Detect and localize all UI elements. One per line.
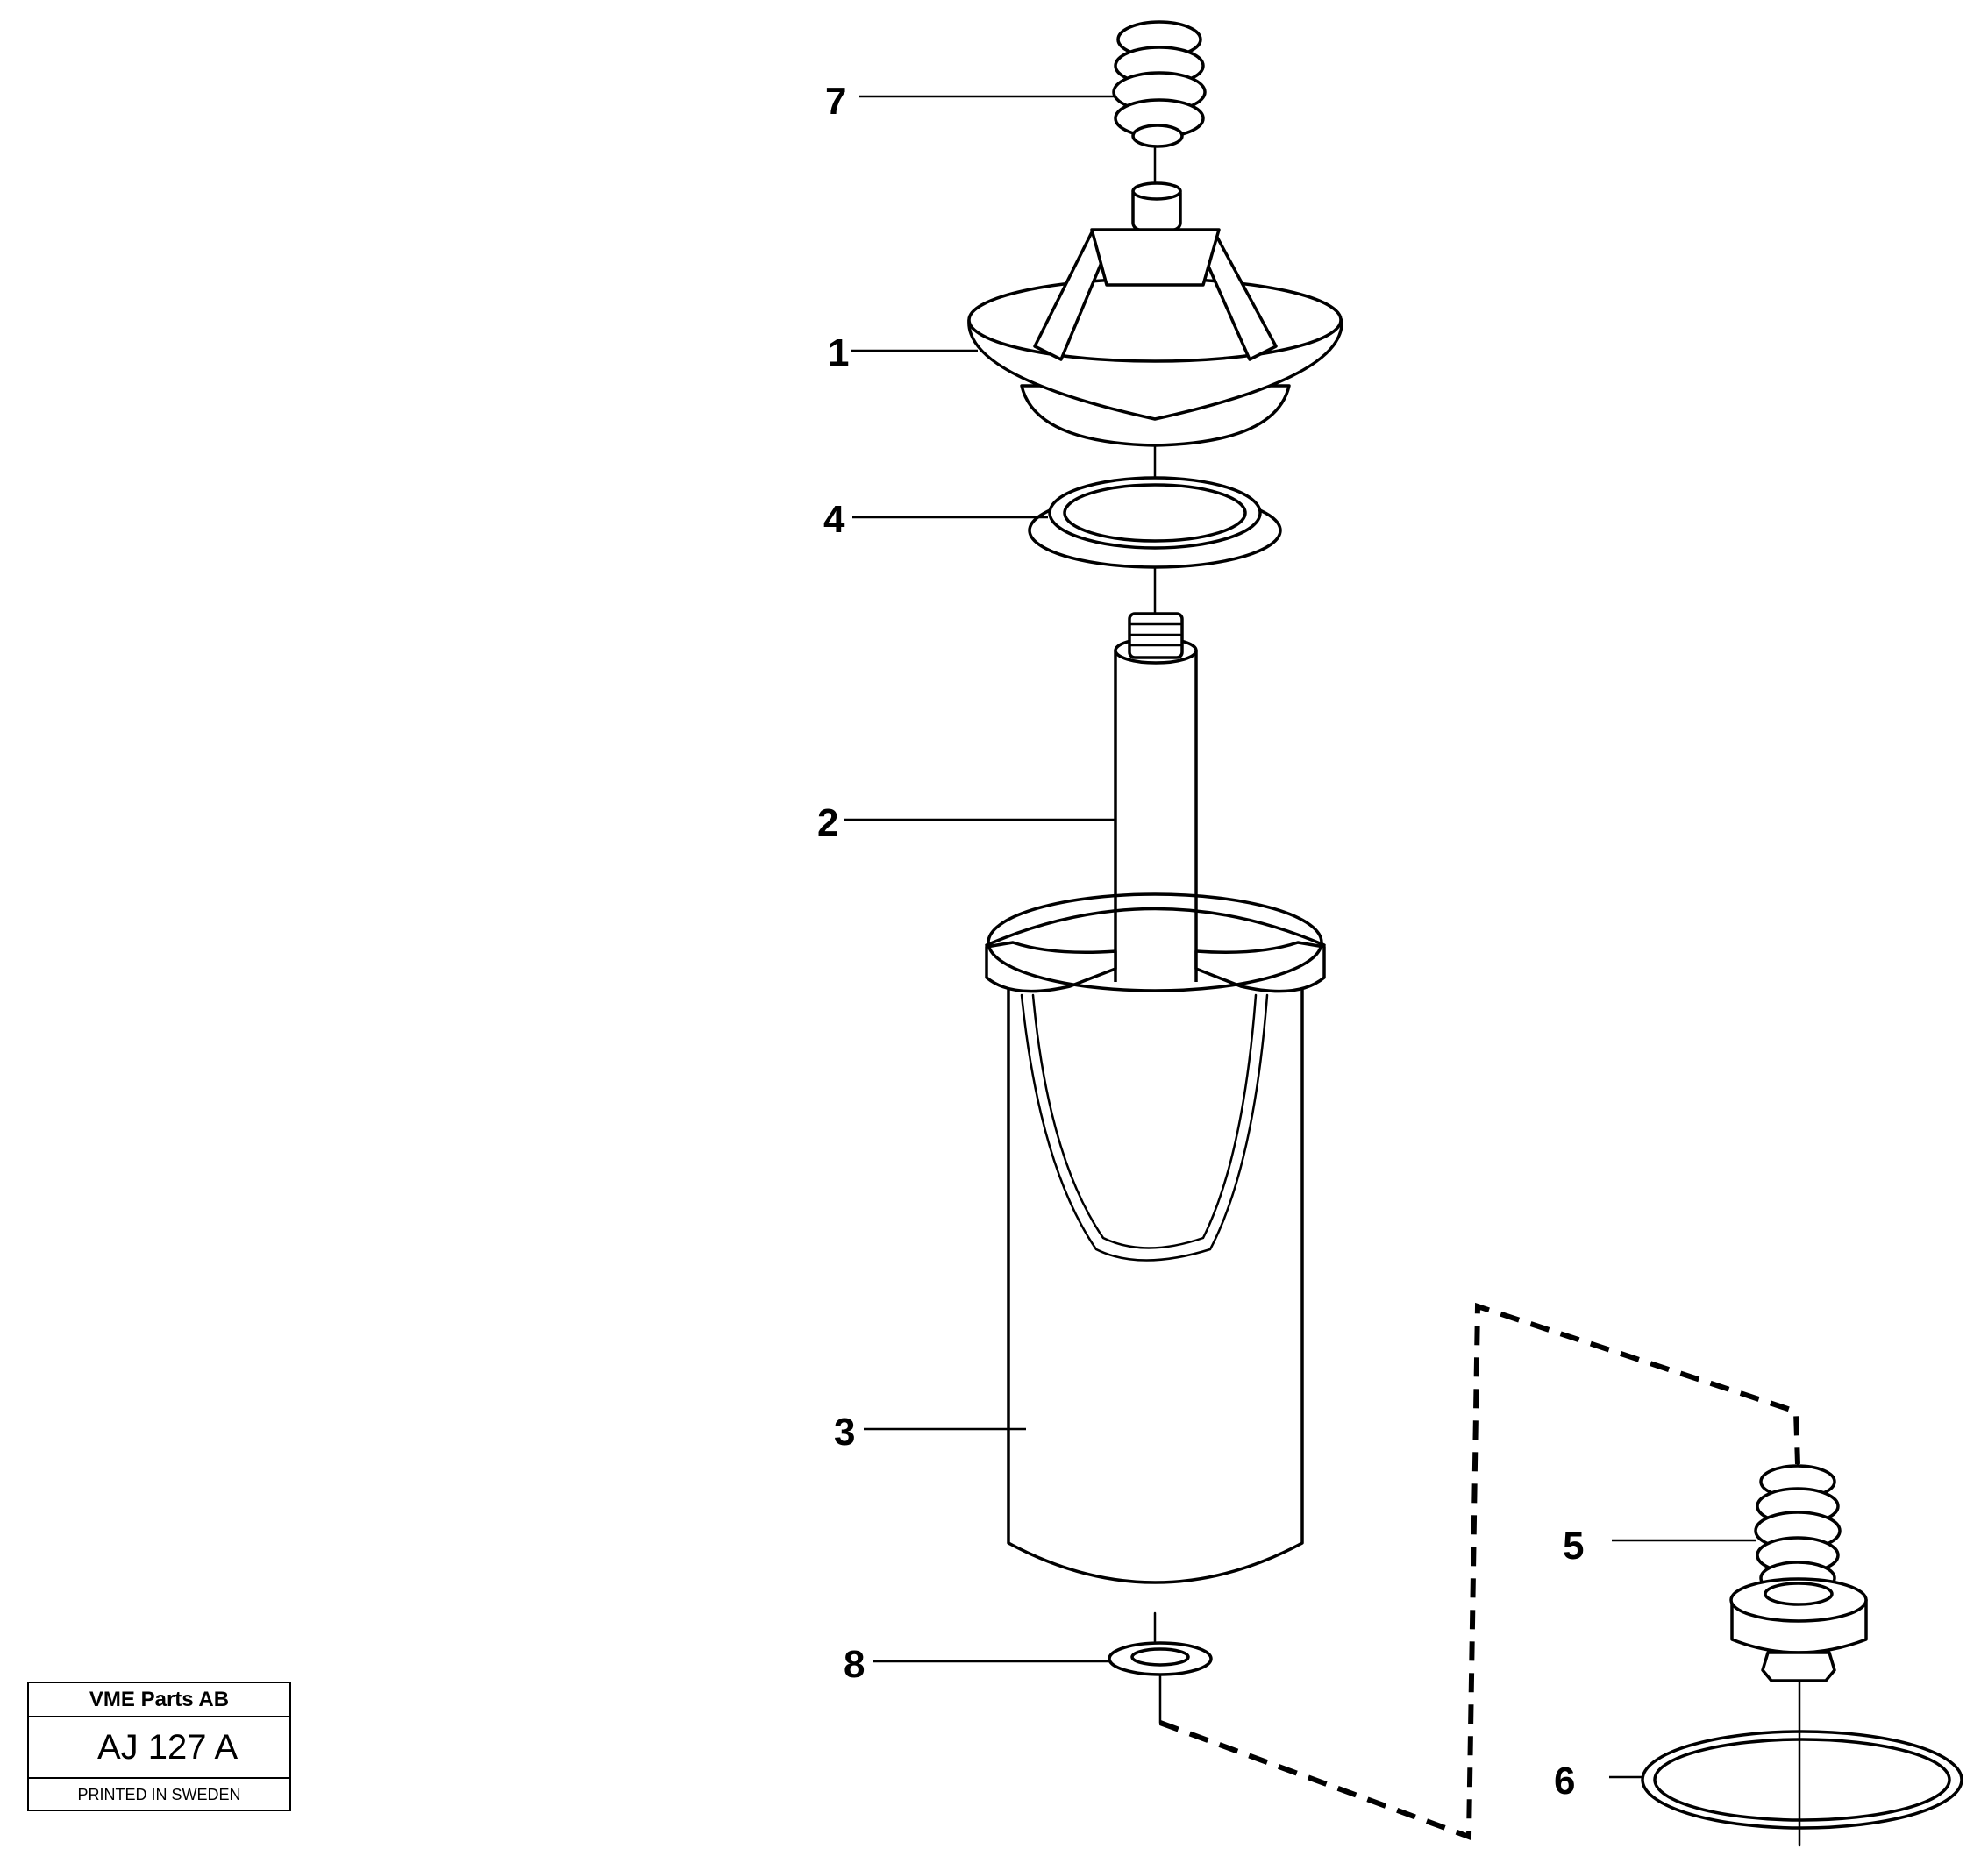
part-4-seal-ring[interactable] <box>1028 476 1282 569</box>
title-block-company: VME Parts AB <box>29 1683 289 1717</box>
callout-8: 8 <box>844 1643 865 1686</box>
callout-3: 3 <box>834 1411 855 1454</box>
callout-5: 5 <box>1563 1525 1584 1568</box>
title-block-printed: PRINTED IN SWEDEN <box>77 1786 241 1803</box>
part-6-o-ring[interactable] <box>1641 1679 1963 1847</box>
callout-6: 6 <box>1554 1760 1575 1803</box>
callout-1: 1 <box>828 331 849 374</box>
callout-2: 2 <box>817 801 838 844</box>
part-8-washer[interactable] <box>1108 1641 1213 1676</box>
title-block: VME Parts AB AJ 127 A PRINTED IN SWEDEN <box>27 1682 291 1811</box>
callout-7: 7 <box>825 80 846 123</box>
title-block-reference: AJ 127 A <box>29 1717 289 1779</box>
callout-4: 4 <box>823 498 845 541</box>
part-5-valve-spring[interactable] <box>1729 1454 1868 1682</box>
part-7-spring[interactable] <box>1112 20 1207 148</box>
part-1-cap[interactable] <box>967 181 1343 447</box>
part-3-filter-canister[interactable] <box>985 892 1326 1584</box>
dashed-reference-line <box>1158 1302 1800 1841</box>
